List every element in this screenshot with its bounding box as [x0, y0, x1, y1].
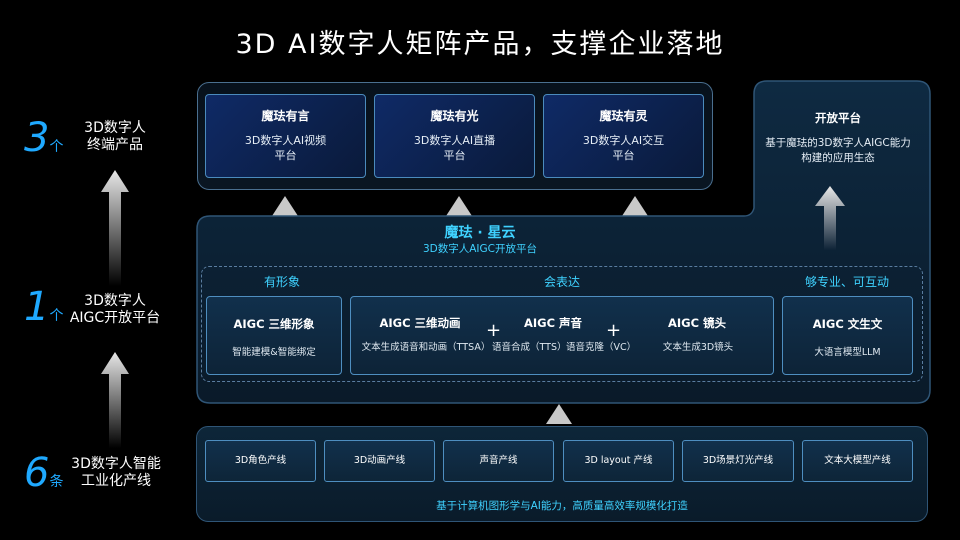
section-label-express: 会表达 — [543, 275, 580, 289]
product-card-youling[interactable]: 魔珐有灵 3D数字人AI交互平台 — [543, 94, 704, 178]
slide-title: 3D AI数字人矩阵产品，支撑企业落地 — [235, 29, 725, 60]
plus-icon: + — [606, 320, 622, 341]
capabilities-area — [201, 266, 923, 382]
section-label-interact: 够专业、可互动 — [804, 275, 889, 289]
tier-platform-label: 3D数字人 AIGC开放平台 — [69, 293, 161, 326]
tier-products-number: 3 — [24, 115, 50, 161]
aigc-voice-tts: 语音合成（TTS） — [492, 342, 567, 353]
section-label-shape: 有形象 — [263, 275, 300, 289]
aigc-lens-desc: 文本生成3D镜头 — [662, 342, 734, 353]
line-3d-layout[interactable]: 3D layout 产线 — [563, 440, 674, 482]
aigc-lens-title: AIGC 镜头 — [667, 316, 727, 330]
product-card-youguang[interactable]: 魔珐有光 3D数字人AI直播平台 — [374, 94, 535, 178]
tier-lines-unit: 条 — [49, 474, 64, 490]
arrow-up-icon — [101, 170, 129, 286]
aigc-voice-vc: 语音克隆（VC） — [566, 342, 637, 353]
open-platform-title: 开放平台 — [815, 111, 861, 125]
arrow-up-icon — [101, 352, 129, 448]
tier-lines-number: 6 — [24, 450, 50, 496]
aigc-anim-title: AIGC 三维动画 — [379, 316, 461, 330]
line-3d-character[interactable]: 3D角色产线 — [205, 440, 316, 482]
tier-platform-number: 1 — [24, 284, 50, 330]
production-caption: 基于计算机图形学与AI能力，高质量高效率规模化打造 — [436, 500, 688, 512]
triangle-up-icon — [622, 196, 648, 216]
line-3d-animation[interactable]: 3D动画产线 — [324, 440, 435, 482]
open-platform[interactable]: 开放平台 基于魔珐的3D数字人AIGC能力 构建的应用生态 — [745, 110, 931, 166]
aigc-anim-desc: 文本生成语音和动画（TTSA） — [361, 342, 491, 353]
product-card-youyan[interactable]: 魔珐有言 3D数字人AI视频平台 — [205, 94, 366, 178]
triangle-up-icon — [272, 196, 298, 216]
arrow-up-icon — [815, 186, 845, 250]
line-text-llm[interactable]: 文本大模型产线 — [802, 440, 913, 482]
aigc-shape-box[interactable]: AIGC 三维形象 智能建模&智能绑定 — [206, 296, 342, 375]
tier-platform-unit: 个 — [49, 308, 64, 324]
xingyun-subtitle: 3D数字人AIGC开放平台 — [422, 243, 537, 255]
triangle-up-icon — [546, 404, 572, 424]
aigc-voice-title: AIGC 声音 — [523, 316, 583, 330]
triangle-up-icon — [446, 196, 472, 216]
plus-icon: + — [486, 320, 502, 341]
tier-platform: 1个 — [24, 287, 63, 327]
aigc-text-box[interactable]: AIGC 文生文 大语言模型LLM — [782, 296, 913, 375]
tier-products: 3个 — [24, 118, 63, 158]
tier-products-label: 3D数字人 终端产品 — [84, 120, 146, 153]
aigc-express-box[interactable] — [350, 296, 774, 375]
line-voice[interactable]: 声音产线 — [443, 440, 554, 482]
tier-lines-label: 3D数字人智能 工业化产线 — [71, 456, 161, 489]
xingyun-title: 魔珐 · 星云 — [444, 225, 516, 241]
tier-lines: 6条 — [24, 453, 63, 493]
tier-products-unit: 个 — [49, 139, 64, 155]
line-3d-scene-lighting[interactable]: 3D场景灯光产线 — [682, 440, 794, 482]
